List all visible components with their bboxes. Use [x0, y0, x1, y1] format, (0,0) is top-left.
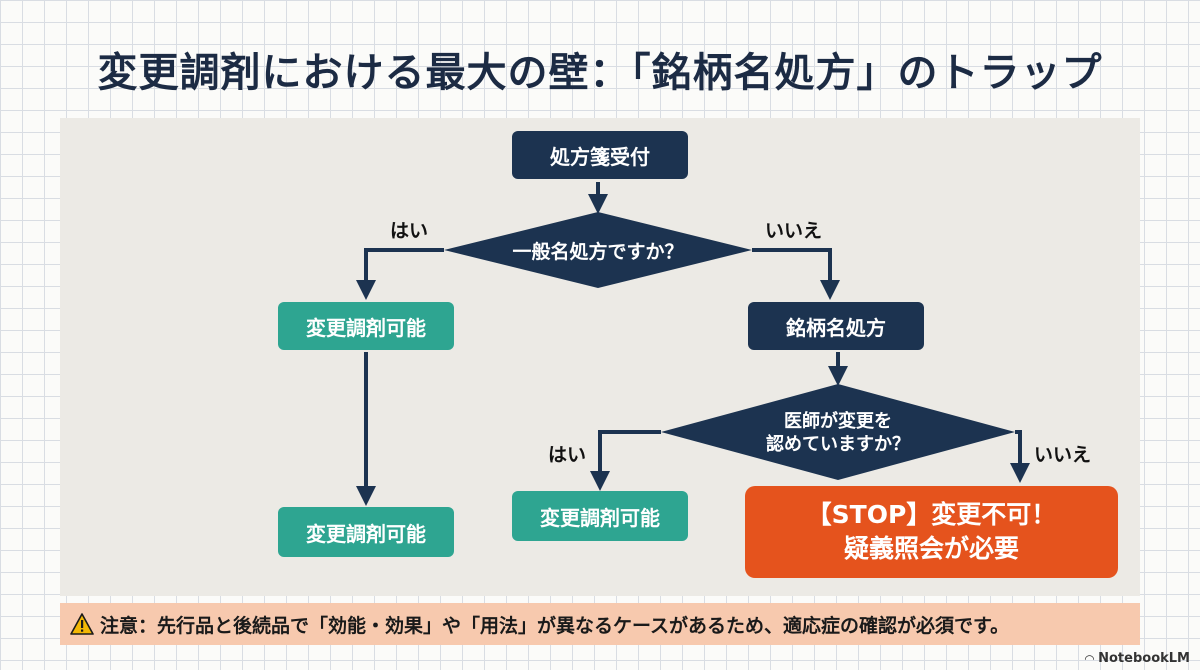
- stop-box: 【STOP】変更不可！ 疑義照会が必要: [745, 486, 1118, 578]
- decision1-no-label: いいえ: [765, 220, 823, 242]
- start-node: 処方箋受付: [512, 131, 688, 179]
- decision1-text: 一般名処方ですか？: [512, 240, 684, 263]
- result-box-decision2-yes: 変更調剤可能: [512, 491, 688, 541]
- decision2-diamond: [661, 384, 1015, 480]
- decision2-yes-label: はい: [548, 444, 587, 466]
- arrow-decision2-yes: [590, 430, 661, 491]
- stop-line2: 疑義照会が必要: [843, 534, 1019, 563]
- notebooklm-mark-icon: ◠: [1084, 651, 1095, 666]
- result-box-top-left: 変更調剤可能: [278, 302, 454, 350]
- decision2-line2: 認めていますか？: [766, 434, 910, 455]
- caution-text: 注意：先行品と後続品で「効能・効果」や「用法」が異なるケースがあるため、適応症の…: [100, 614, 1010, 637]
- notebooklm-logo: ◠ NotebookLM: [1085, 651, 1190, 666]
- brand-name-node: 銘柄名処方: [748, 302, 924, 350]
- page-title: 変更調剤における最大の壁：「銘柄名処方」のトラップ: [97, 50, 1103, 96]
- arrow-decision1-no: [752, 248, 840, 300]
- decision1-diamond: [444, 212, 752, 288]
- decision2-no-label: いいえ: [1034, 444, 1092, 466]
- arrow-decision1-yes: [356, 248, 444, 300]
- stop-line1: 【STOP】変更不可！: [806, 500, 1057, 530]
- decision2-line1: 医師が変更を: [784, 410, 892, 432]
- notebooklm-logo-text: NotebookLM: [1098, 651, 1190, 666]
- result-box-bottom-left: 変更調剤可能: [278, 507, 454, 557]
- warning-icon: [70, 613, 94, 635]
- decision2-text: 医師が変更を 認めていますか？: [700, 402, 976, 464]
- decision1-yes-label: はい: [390, 220, 429, 242]
- caution-note: 注意：先行品と後続品で「効能・効果」や「用法」が異なるケースがあるため、適応症の…: [60, 603, 1140, 645]
- arrow-decision2-no: [1010, 430, 1030, 483]
